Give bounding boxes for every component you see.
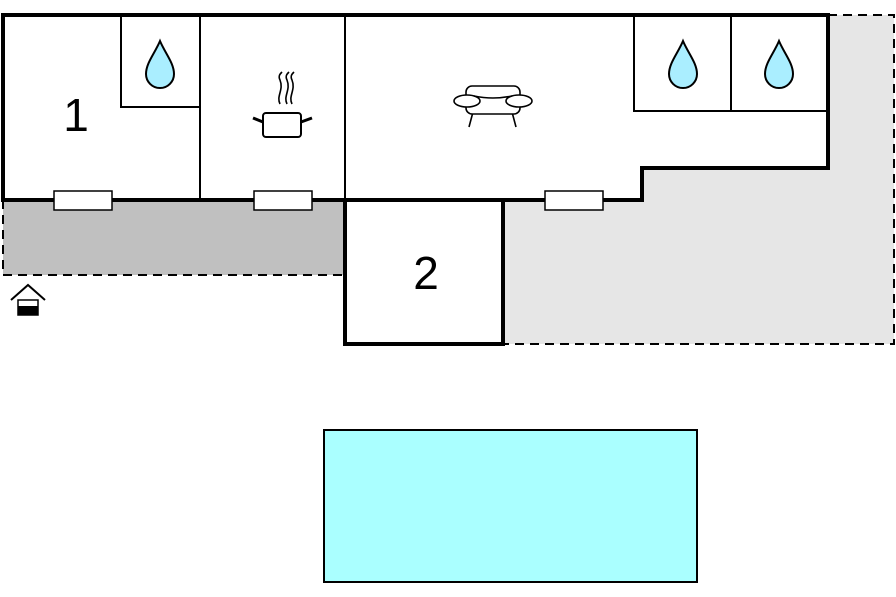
water-drop-icon: [763, 38, 795, 89]
water-drop-icon: [144, 38, 176, 89]
covered-terrace: [2, 199, 346, 276]
house-entrance-icon: [10, 283, 46, 316]
windows: [53, 190, 604, 211]
room-label-1: 1: [63, 89, 89, 141]
window: [544, 190, 604, 211]
window: [253, 190, 313, 211]
water-drop-icon: [667, 38, 699, 89]
cooking-pot-icon: [252, 71, 313, 138]
room-2: [343, 198, 505, 346]
window: [53, 190, 113, 211]
house-outline: [1, 13, 830, 202]
room-label-2: 2: [413, 247, 439, 299]
interior-walls: [120, 15, 828, 200]
sofa-icon: [453, 85, 533, 128]
swimming-pool: [323, 429, 698, 583]
